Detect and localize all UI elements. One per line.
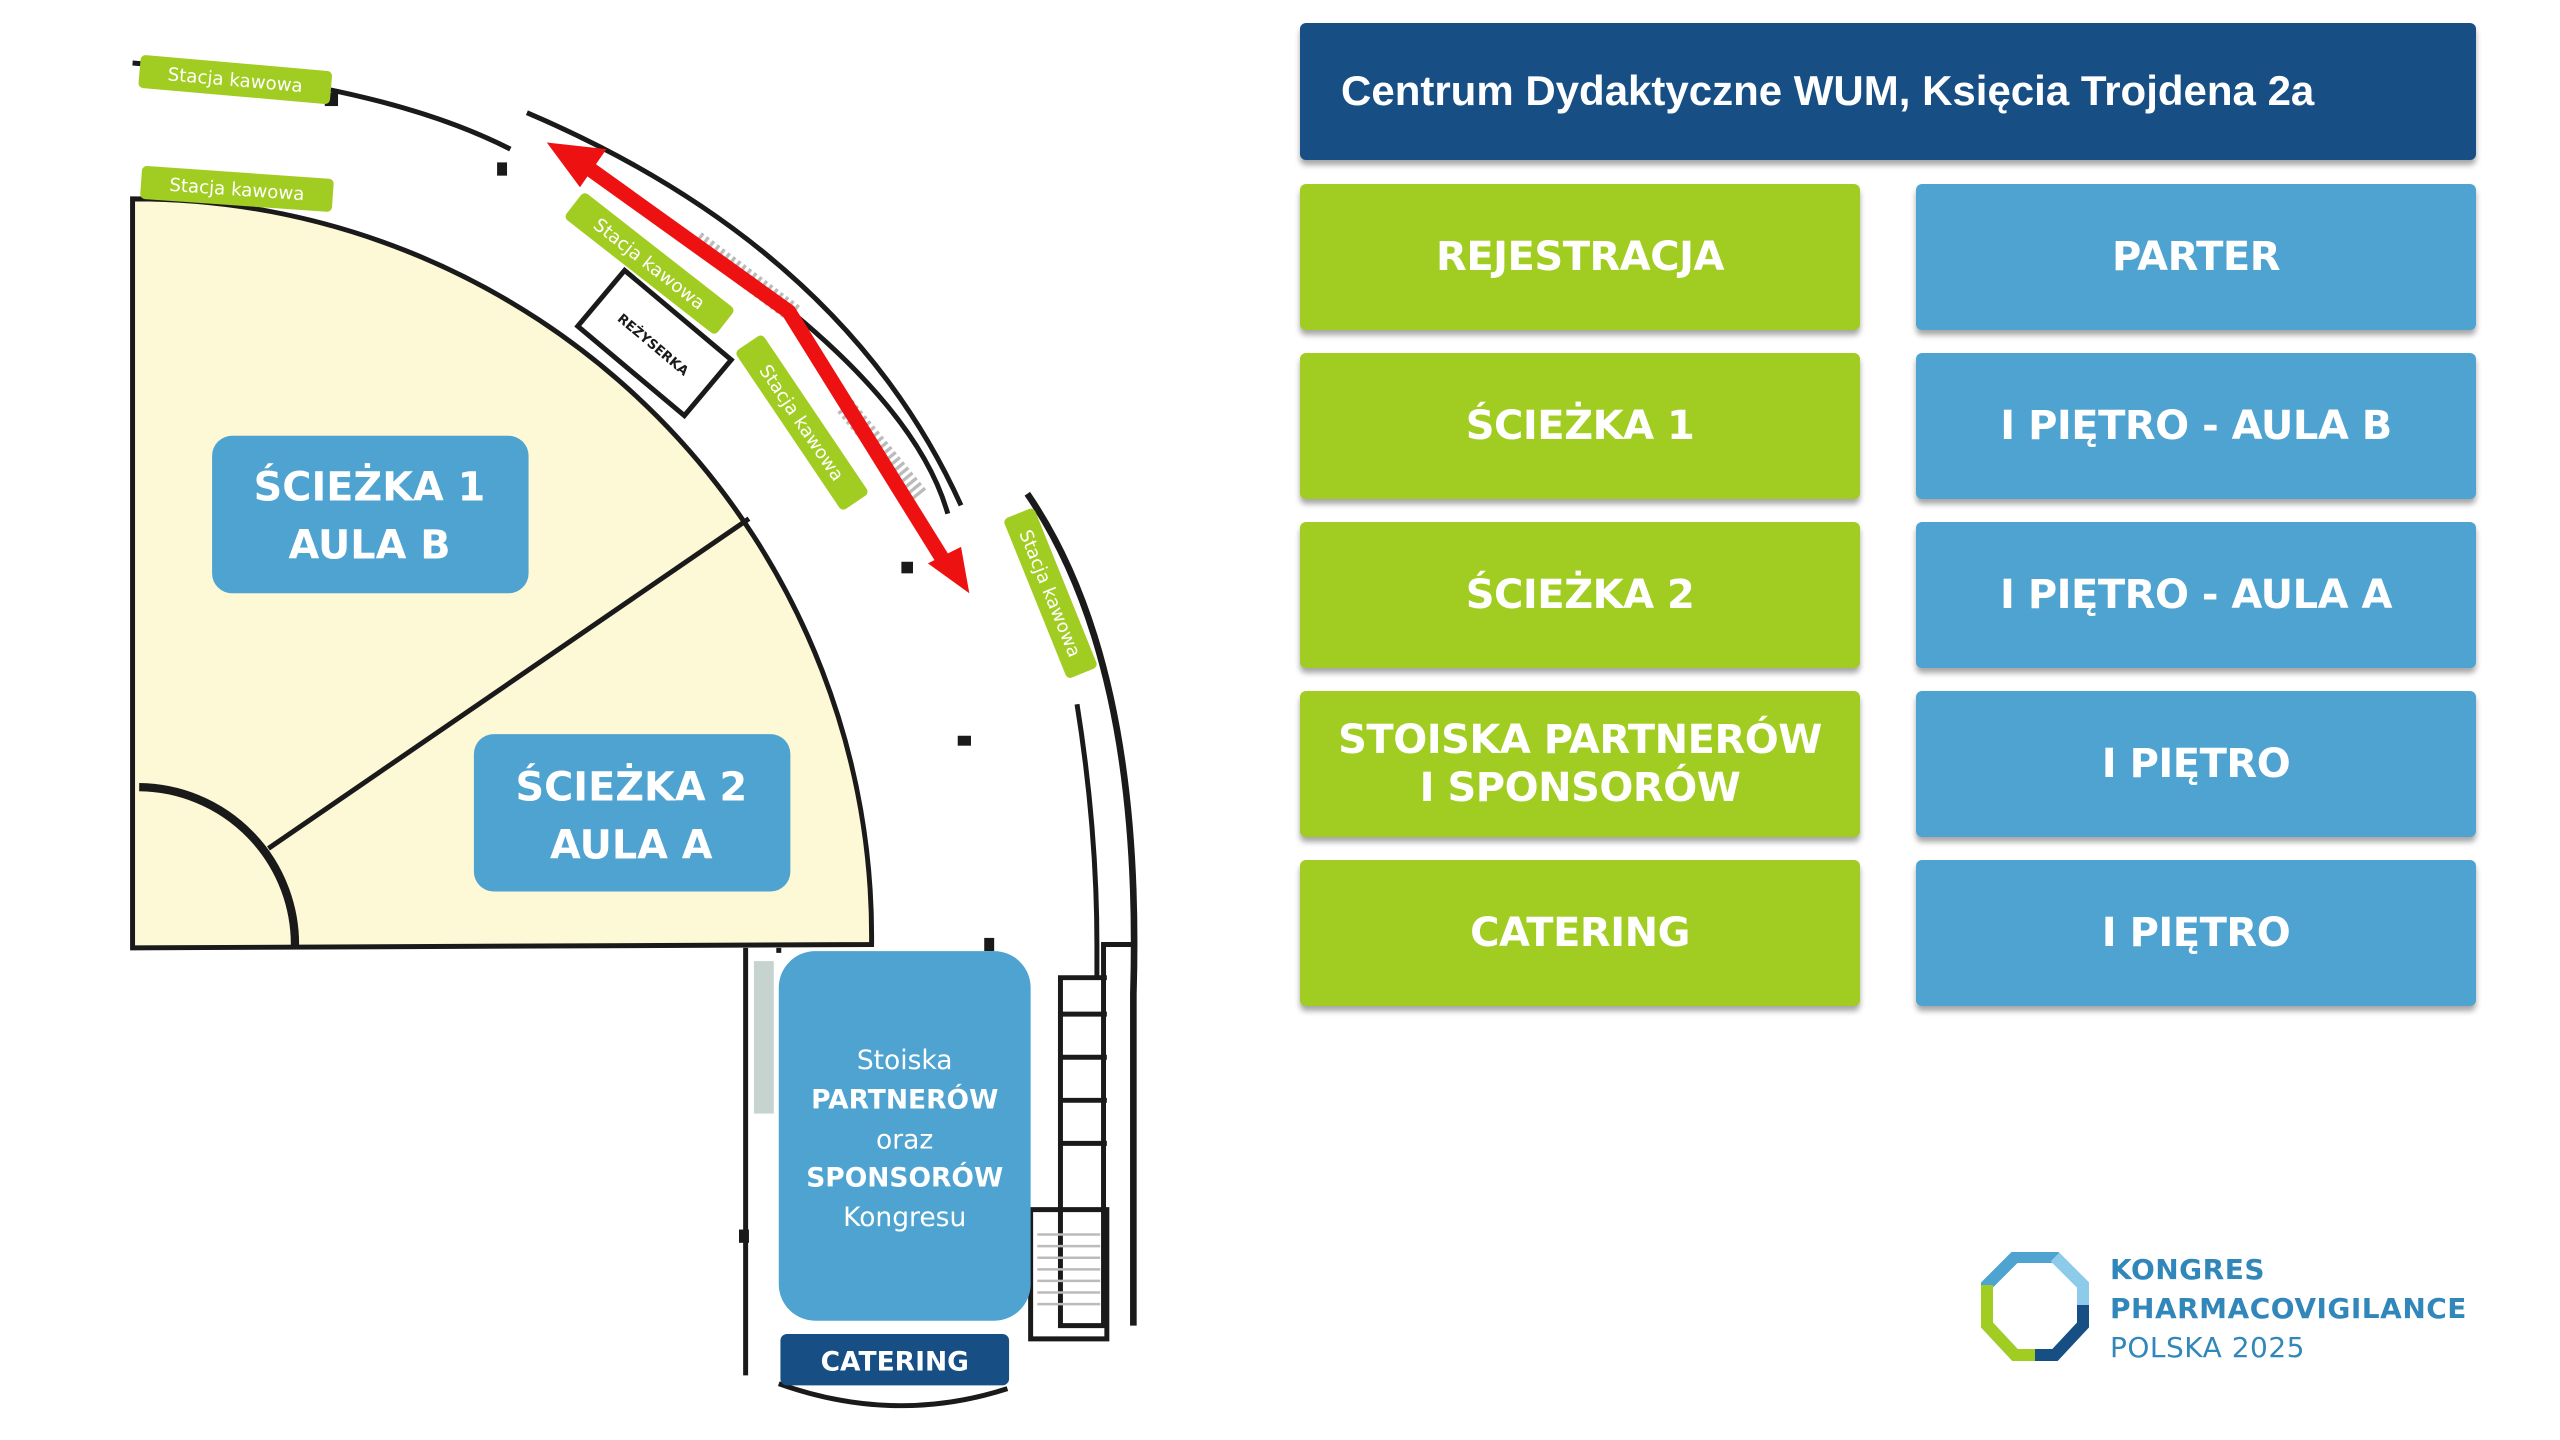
svg-text:PARTNERÓW: PARTNERÓW xyxy=(811,1084,998,1116)
floor-registration: PARTER xyxy=(1916,184,2476,330)
booths-label: Stoiska PARTNERÓW oraz SPONSORÓW Kongres… xyxy=(778,951,1031,1321)
stairs-lower xyxy=(1037,1233,1101,1306)
floor-catering: I PIĘTRO xyxy=(1916,860,2476,1006)
outer-wall-right xyxy=(1024,491,1138,1326)
logo-line2: PHARMACOVIGILANCE xyxy=(2110,1292,2467,1325)
coffee-station: Stacja kawowa xyxy=(140,166,334,212)
location-catering: CATERING xyxy=(1300,860,1860,1006)
congress-logo: KONGRES PHARMACOVIGILANCE POLSKA 2025 xyxy=(1980,1250,2500,1370)
svg-text:oraz: oraz xyxy=(876,1124,933,1155)
logo-line1: KONGRES xyxy=(2110,1253,2266,1286)
floor-booths: I PIĘTRO xyxy=(1916,691,2476,837)
lower-wing-walls xyxy=(743,942,1134,1409)
partition xyxy=(753,961,774,1114)
svg-text:Kongresu: Kongresu xyxy=(843,1202,966,1233)
location-booths-line2: I SPONSORÓW xyxy=(1419,765,1741,811)
svg-text:AULA B: AULA B xyxy=(288,522,450,568)
svg-text:ŚCIEŻKA 1: ŚCIEŻKA 1 xyxy=(254,463,486,510)
arrow-head-down xyxy=(927,546,970,594)
svg-text:Stoiska: Stoiska xyxy=(857,1045,953,1076)
location-track-1: ŚCIEŻKA 1 xyxy=(1300,353,1860,499)
floor-track-2: I PIĘTRO - AULA A xyxy=(1916,522,2476,668)
svg-text:ŚCIEŻKA 2: ŚCIEŻKA 2 xyxy=(515,763,747,810)
inner-wall-right xyxy=(1074,703,1100,978)
octagon-ring-icon xyxy=(1981,1252,2089,1361)
page-title: Centrum Dydaktyczne WUM, Księcia Trojden… xyxy=(1300,23,2476,160)
stage-arc xyxy=(139,782,300,948)
logo-line3: POLSKA 2025 xyxy=(2110,1331,2305,1364)
svg-text:SPONSORÓW: SPONSORÓW xyxy=(806,1161,1003,1193)
floor-track-1: I PIĘTRO - AULA B xyxy=(1916,353,2476,499)
control-room: REŻYSERKA xyxy=(574,266,735,420)
catering-label: CATERING xyxy=(780,1333,1010,1386)
arrow-head-up xyxy=(546,142,607,188)
svg-text:CATERING: CATERING xyxy=(821,1346,969,1377)
outer-wall-main xyxy=(525,110,964,507)
location-track-2: ŚCIEŻKA 2 xyxy=(1300,522,1860,668)
location-booths: STOISKA PARTNERÓW I SPONSORÓW xyxy=(1300,691,1860,837)
divider-wall xyxy=(267,516,751,851)
coffee-station: Stacja kawowa xyxy=(138,55,333,105)
svg-text:AULA A: AULA A xyxy=(550,822,713,868)
inner-corridor-wall xyxy=(777,299,951,515)
route-arrow xyxy=(546,142,970,594)
location-registration: REJESTRACJA xyxy=(1300,184,1860,330)
aula-a-label: ŚCIEŻKA 2 AULA A xyxy=(473,734,791,892)
location-booths-line1: STOISKA PARTNERÓW xyxy=(1338,717,1822,763)
aula-b-label: ŚCIEŻKA 1 AULA B xyxy=(212,435,529,594)
